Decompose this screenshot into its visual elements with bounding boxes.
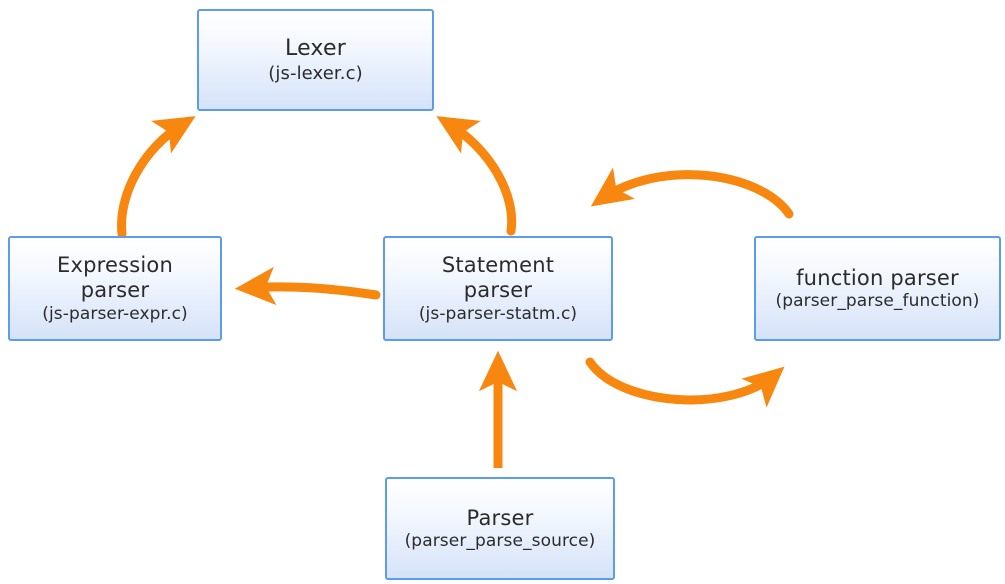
node-statement-parser-title: Statement parser [441,253,555,302]
node-function-parser-title: function parser [796,265,959,290]
edge-expression-to-lexer [117,116,196,239]
node-parser-subtitle: (parser_parse_source) [404,531,596,552]
node-expression-parser[interactable]: Expression parser (js-parser-expr.c) [8,236,222,341]
node-lexer-subtitle: (js-lexer.c) [268,62,363,84]
edge-function-to-statement [590,167,794,219]
node-statement-parser[interactable]: Statement parser (js-parser-statm.c) [383,236,613,341]
node-parser-title: Parser [466,505,534,530]
node-lexer[interactable]: Lexer (js-lexer.c) [197,9,434,111]
node-statement-parser-subtitle: (js-parser-statm.c) [418,303,578,324]
node-parser[interactable]: Parser (parser_parse_source) [385,477,615,580]
edge-statement-to-function [585,357,785,408]
node-function-parser-subtitle: (parser_parse_function) [775,291,980,312]
node-expression-parser-subtitle: (js-parser-expr.c) [42,303,188,324]
node-lexer-title: Lexer [285,35,346,61]
edge-statement-to-expression [234,266,381,306]
edge-statement-to-lexer [436,116,517,236]
node-expression-parser-title: Expression parser [57,253,173,302]
node-function-parser[interactable]: function parser (parser_parse_function) [754,236,1001,341]
